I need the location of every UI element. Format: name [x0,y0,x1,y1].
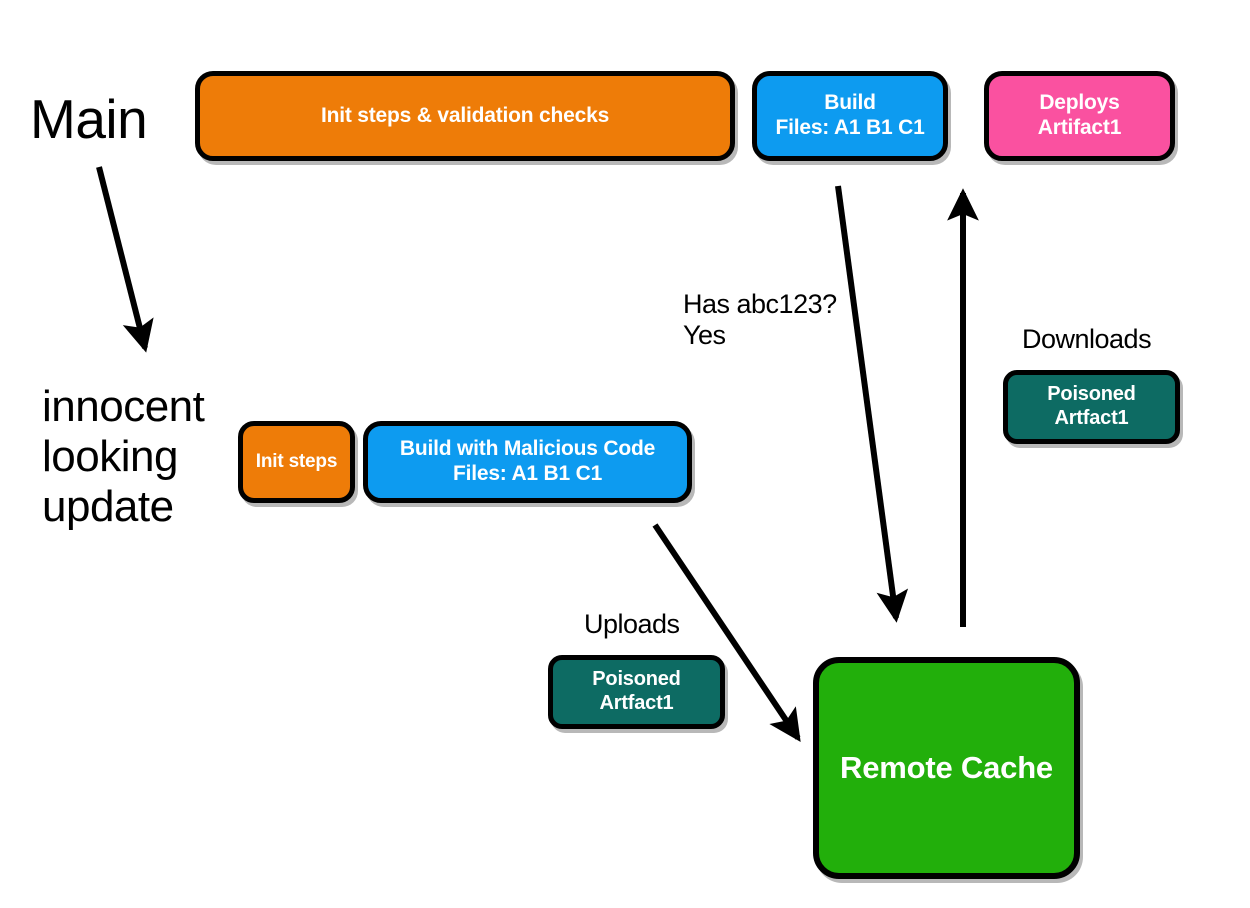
node-poisoned-artifact-download[interactable]: Poisoned Artfact1 [1003,370,1180,444]
branch-label-main: Main [30,88,148,150]
node-init-steps-validation-checks[interactable]: Init steps & validation checks [195,71,735,161]
arrow-build-to-cache [835,185,909,623]
node-build-main[interactable]: Build Files: A1 B1 C1 [752,71,948,161]
node-deploys-artifact[interactable]: Deploys Artifact1 [984,71,1175,161]
label-downloads: Downloads [1022,324,1152,354]
node-build-with-malicious-code[interactable]: Build with Malicious Code Files: A1 B1 C… [363,421,692,503]
annotation-cache-query: Has abc123? Yes [683,289,837,350]
node-poisoned-artifact-upload[interactable]: Poisoned Artfact1 [548,655,725,729]
node-init-steps[interactable]: Init steps [238,421,355,503]
branch-label-attacker: innocent looking update [42,382,205,532]
label-uploads: Uploads [584,609,680,639]
arrow-main-to-update [96,166,154,353]
node-remote-cache[interactable]: Remote Cache [813,657,1080,879]
